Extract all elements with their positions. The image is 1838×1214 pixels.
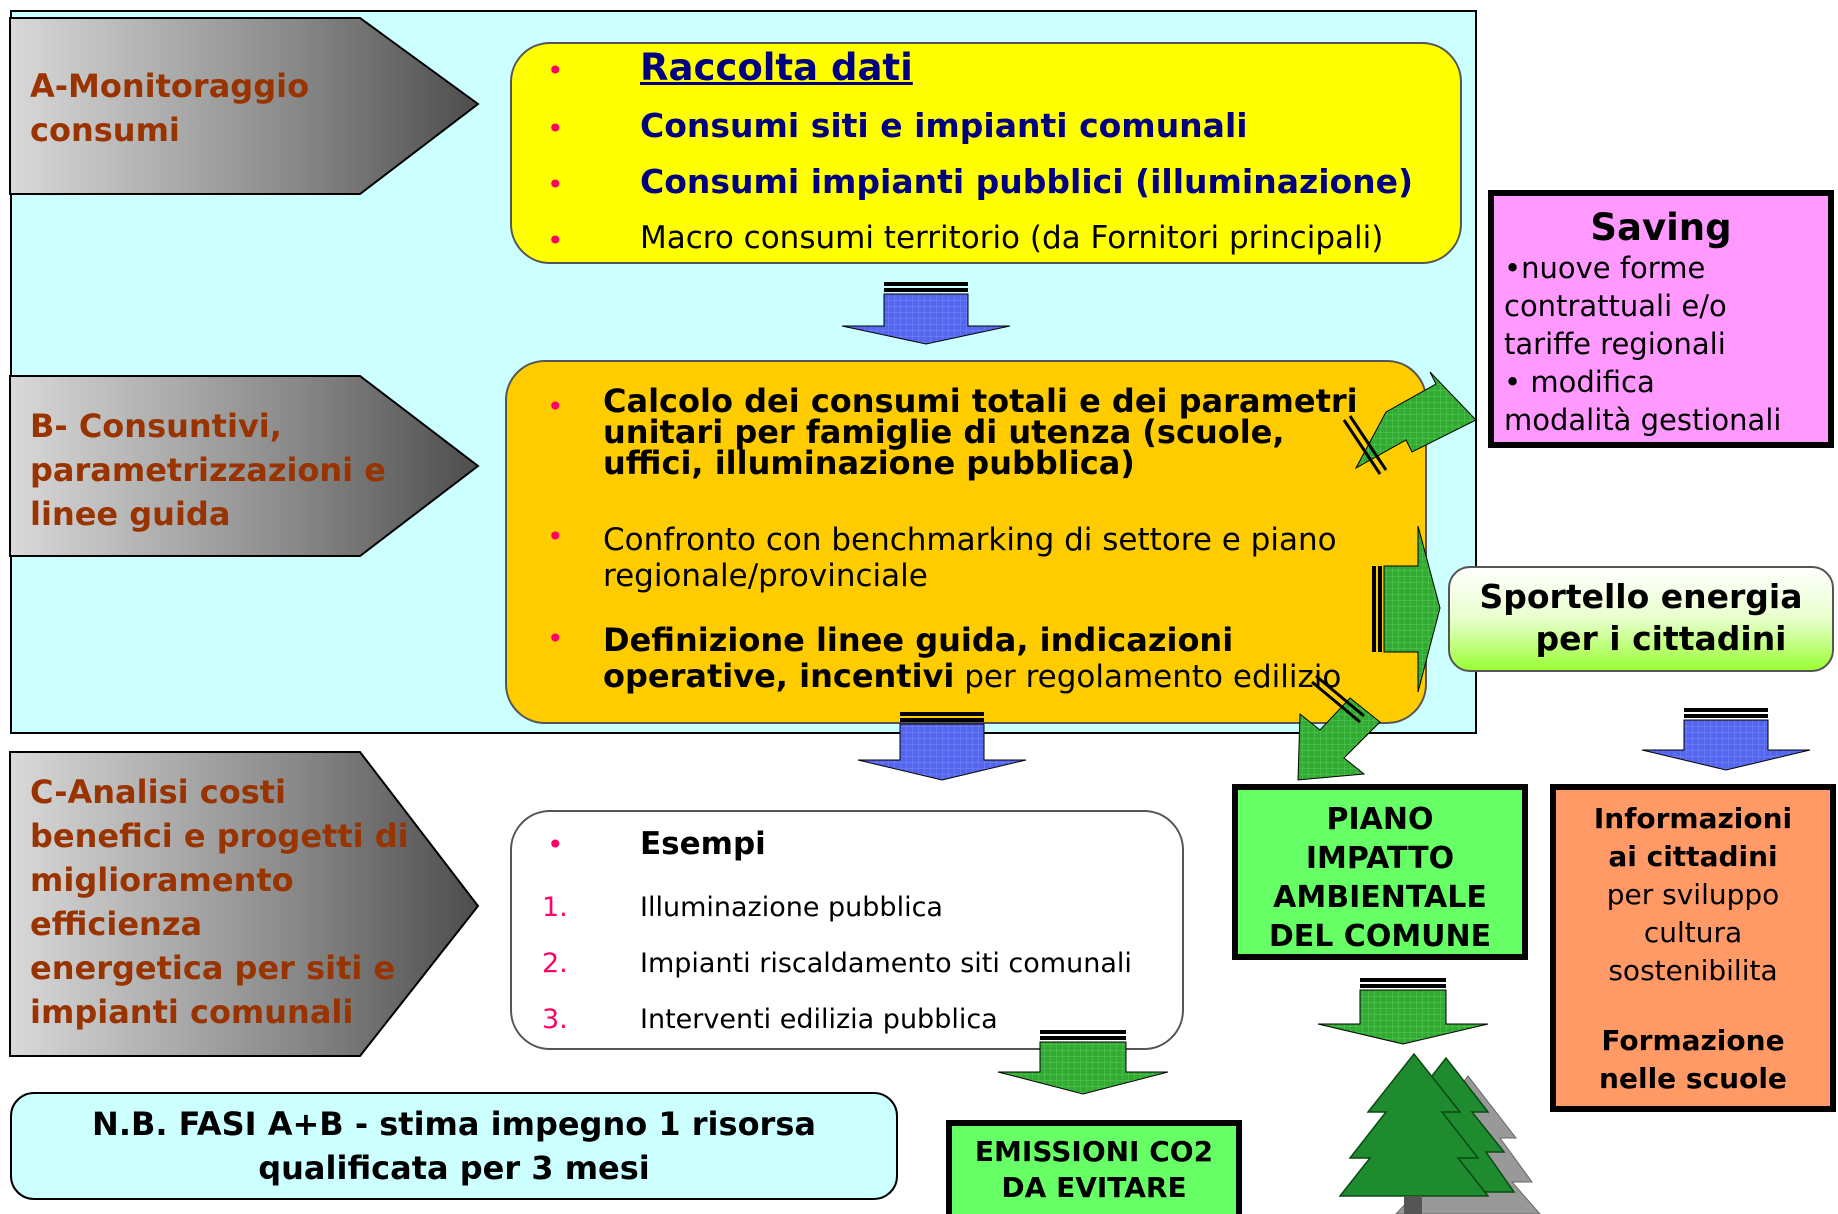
chevron-c	[9, 751, 480, 1057]
box-b-item3-rest: per regolamento edilizio	[954, 659, 1342, 695]
arrow-down-icon	[841, 282, 1011, 345]
arrow-down-icon	[857, 712, 1027, 781]
piano-line3: AMBIENTALE	[1273, 880, 1487, 915]
example-number: 2.	[542, 948, 568, 979]
phase-c-line6: impianti comunali	[30, 993, 354, 1031]
info-line1: Informazioni	[1593, 802, 1793, 835]
info-line3: per sviluppo	[1606, 878, 1780, 911]
example-item-2: Impianti riscaldamento siti comunali	[640, 948, 1132, 979]
arrow-down-icon	[997, 1030, 1169, 1095]
phase-b-line1: B- Consuntivi,	[30, 407, 282, 445]
example-item-1: Illuminazione pubblica	[640, 892, 943, 923]
piano-line2: IMPATTO	[1305, 841, 1455, 876]
phase-c-line5: energetica per siti e	[30, 949, 396, 987]
box-b-item2-line1: Confronto con benchmarking di settore e …	[603, 522, 1337, 558]
bullet: •	[547, 224, 564, 257]
saving-box: Saving •nuove forme contrattuali e/o tar…	[1488, 190, 1834, 448]
sportello-line2: per i cittadini	[1535, 619, 1787, 658]
bullet: •	[547, 168, 564, 201]
bullet: •	[547, 54, 564, 87]
saving-line2: contrattuali e/o	[1504, 289, 1727, 323]
saving-line1: •nuove forme	[1504, 251, 1706, 285]
box-b-item2-line2: regionale/provinciale	[603, 558, 928, 594]
phase-b-line3: linee guida	[30, 495, 231, 533]
info-line4: cultura	[1643, 916, 1743, 949]
box-b-item1: Calcolo dei consumi totali e dei paramet…	[603, 382, 1358, 482]
box-b-item1-line3: uffici, illuminazione pubblica)	[603, 444, 1135, 482]
phase-c-line3: miglioramento	[30, 861, 294, 899]
saving-body: •nuove forme contrattuali e/o tariffe re…	[1494, 249, 1828, 439]
piano-line1: PIANO	[1326, 802, 1434, 837]
phase-b-line2: parametrizzazioni e	[30, 451, 386, 489]
emissioni-box: EMISSIONI CO2 DA EVITARE	[946, 1120, 1242, 1214]
bullet: •	[547, 390, 564, 423]
box-b-item3: Definizione linee guida, indicazioni ope…	[603, 622, 1341, 695]
piano-impatto-box: PIANO IMPATTO AMBIENTALE DEL COMUNE	[1232, 784, 1528, 960]
saving-line4: • modifica	[1504, 365, 1655, 399]
box-a-item4: Macro consumi territorio (da Fornitori p…	[640, 220, 1384, 256]
piano-line4: DEL COMUNE	[1268, 919, 1492, 954]
example-number: 3.	[542, 1004, 568, 1035]
example-item-3: Interventi edilizia pubblica	[640, 1004, 998, 1035]
info-line2: ai cittadini	[1608, 840, 1778, 873]
arrow-right-icon	[1372, 525, 1441, 693]
saving-line3: tariffe regionali	[1504, 327, 1726, 361]
note-line2: qualificata per 3 mesi	[258, 1149, 650, 1187]
monitoring-box: • Raccolta dati • Consumi siti e impiant…	[510, 42, 1462, 264]
consuntivi-box: • Calcolo dei consumi totali e dei param…	[505, 360, 1427, 724]
esempi-box: • Esempi 1. Illuminazione pubblica 2. Im…	[510, 810, 1184, 1050]
box-b-item2: Confronto con benchmarking di settore e …	[603, 522, 1337, 594]
phase-a-line1: A-Monitoraggio	[30, 67, 310, 105]
box-b-item3-line1: Definizione linee guida, indicazioni	[603, 621, 1234, 659]
sportello-line1: Sportello energia	[1479, 577, 1803, 616]
bullet: •	[547, 112, 564, 145]
note-line1: N.B. FASI A+B - stima impegno 1 risorsa	[92, 1105, 816, 1143]
emissioni-line2: DA EVITARE	[1001, 1171, 1187, 1204]
info-line5: sostenibilita	[1608, 954, 1778, 987]
informazioni-box: Informazioni ai cittadini per sviluppo c…	[1550, 784, 1836, 1112]
arrow-down-icon	[1641, 708, 1811, 771]
phase-c-line2: benefici e progetti di	[30, 817, 409, 855]
box-a-item2: Consumi siti e impianti comunali	[640, 106, 1248, 145]
phase-c-line4: efficienza	[30, 905, 203, 943]
phase-b-label: B- Consuntivi, parametrizzazioni e linee…	[30, 404, 386, 536]
raccolta-dati-link[interactable]: Raccolta dati	[640, 46, 913, 89]
note-box: N.B. FASI A+B - stima impegno 1 risorsa …	[10, 1092, 898, 1200]
pine-trees-icon	[1338, 1052, 1541, 1214]
saving-line5: modalità gestionali	[1504, 403, 1782, 437]
phase-c-line1: C-Analisi costi	[30, 773, 286, 811]
bullet: •	[547, 520, 564, 553]
saving-title: Saving	[1590, 206, 1732, 249]
box-b-item1-line2: unitari per famiglie di utenza (scuole,	[603, 413, 1285, 451]
box-a-item3: Consumi impianti pubblici (illuminazione…	[640, 162, 1414, 201]
chevron-b	[9, 375, 480, 557]
chevron-a	[9, 17, 480, 195]
phase-a-label: A-Monitoraggio consumi	[30, 64, 309, 152]
bullet: •	[547, 828, 564, 861]
arrow-down-icon	[1317, 978, 1489, 1045]
bullet: •	[547, 622, 564, 655]
emissioni-line1: EMISSIONI CO2	[974, 1135, 1214, 1168]
phase-c-label: C-Analisi costi benefici e progetti di m…	[30, 770, 409, 1034]
arrow-right-icon	[1342, 371, 1477, 475]
info-line6: Formazione	[1601, 1024, 1785, 1057]
phase-a-line2: consumi	[30, 111, 180, 149]
esempi-heading: Esempi	[640, 826, 766, 862]
box-b-item3-bold: operative, incentivi	[603, 657, 955, 695]
box-b-item1-line1: Calcolo dei consumi totali e dei paramet…	[603, 382, 1358, 420]
example-number: 1.	[542, 892, 568, 923]
sportello-energia-box: Sportello energia per i cittadini	[1448, 566, 1834, 672]
info-line7: nelle scuole	[1599, 1062, 1787, 1095]
arrow-down-left-icon	[1297, 674, 1381, 781]
